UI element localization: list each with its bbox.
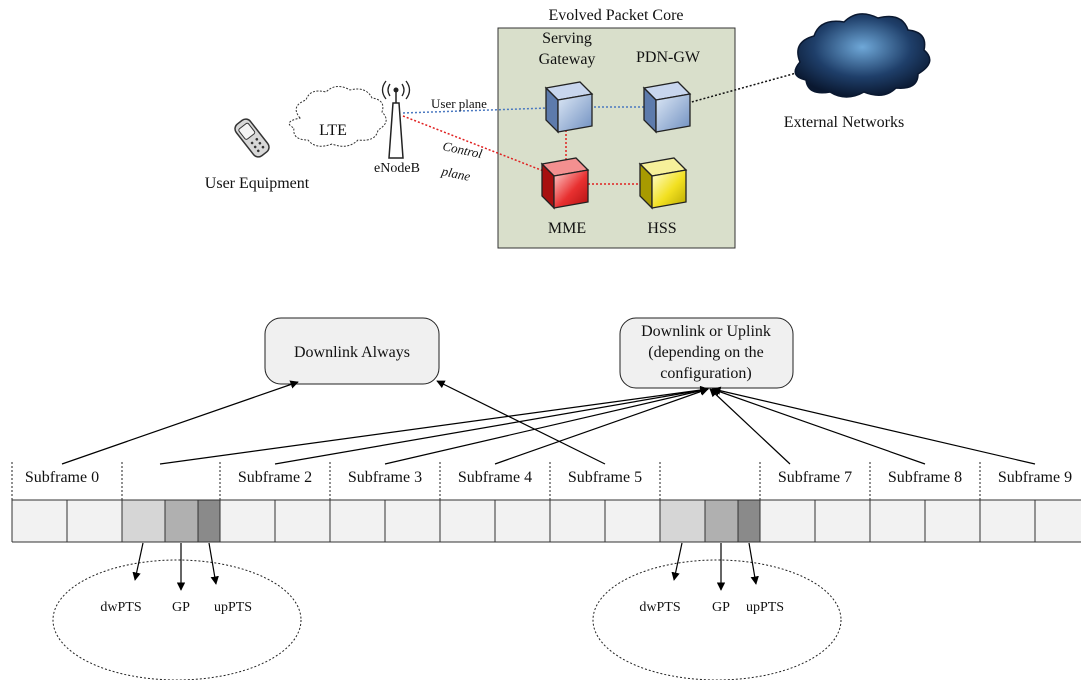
special-subframe-1-ellipse — [52, 559, 302, 680]
special-field-arrows-1 — [132, 542, 219, 591]
pdn-gw-icon — [642, 81, 692, 134]
hss-icon — [638, 157, 688, 210]
pdn-gw-label: PDN-GW — [636, 49, 701, 66]
subframe-label: Subframe 2 — [238, 469, 312, 486]
subframe-label: Subframe 9 — [998, 469, 1072, 486]
external-networks-cloud-icon — [794, 13, 931, 98]
dl-or-ul-label-line3: configuration) — [660, 365, 752, 382]
gp-label: GP — [172, 600, 190, 615]
subframe-label: Subframe 5 — [568, 469, 642, 486]
enodeb-label: eNodeB — [374, 161, 420, 176]
epc-title: Evolved Packet Core — [548, 7, 683, 24]
downlink-arrows — [61, 380, 606, 465]
dl-or-ul-arrows — [159, 385, 1036, 465]
subframe-label: Subframe 4 — [458, 469, 532, 486]
downlink-always-label: Downlink Always — [294, 344, 410, 361]
antenna-icon — [381, 80, 411, 159]
control-plane-line — [402, 115, 547, 173]
lte-label: LTE — [319, 122, 347, 139]
user-plane-label: User plane — [431, 96, 487, 111]
special-subframe-6-ellipse — [592, 559, 842, 680]
dwpts-label: dwPTS — [100, 600, 141, 615]
control-plane-label-line2: plane — [439, 163, 472, 184]
subframe-label: Subframe 8 — [888, 469, 962, 486]
phone-icon — [234, 118, 270, 158]
dwpts-label: dwPTS — [639, 600, 680, 615]
dl-or-ul-label-line1: Downlink or Uplink — [641, 323, 771, 340]
uppts-label: upPTS — [746, 600, 784, 615]
dl-or-ul-label-line2: (depending on the — [648, 344, 764, 361]
mme-icon — [540, 157, 590, 210]
hss-label: HSS — [647, 220, 676, 237]
subframe-label: Subframe 7 — [778, 469, 852, 486]
serving-gateway-icon — [544, 81, 594, 134]
subframe-label: Subframe 0 — [25, 469, 99, 486]
lte-cloud-icon — [288, 86, 387, 147]
sgw-label-line2: Gateway — [539, 51, 596, 68]
frame-slots — [11, 499, 1081, 543]
user-plane-line — [402, 107, 549, 114]
sgw-label-line1: Serving — [542, 30, 592, 47]
ue-label: User Equipment — [205, 175, 310, 192]
external-networks-label: External Networks — [784, 114, 904, 131]
downlink-always-box — [264, 317, 440, 385]
subframe-label: Subframe 3 — [348, 469, 422, 486]
special-field-arrows-2 — [671, 542, 759, 591]
epc-box — [497, 27, 736, 249]
gp-label: GP — [712, 600, 730, 615]
control-plane-label-line1: Control — [441, 138, 484, 161]
pdn-external-link — [687, 71, 801, 104]
uppts-label: upPTS — [214, 600, 252, 615]
mme-label: MME — [548, 220, 586, 237]
